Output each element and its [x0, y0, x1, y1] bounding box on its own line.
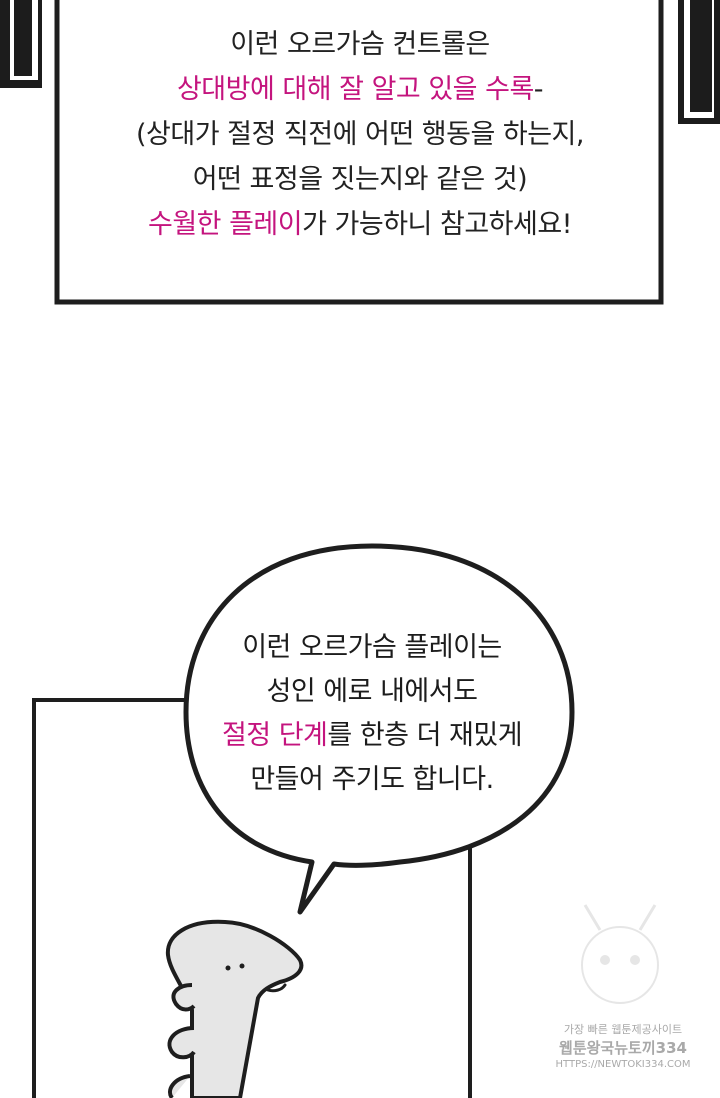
bubble-line-2: 성인 에로 내에서도 [266, 676, 478, 707]
character-eye-right [239, 963, 245, 969]
caption-line-1: 이런 오르가슴 컨트롤은 [230, 29, 490, 60]
caption-line-4: 어떤 표정을 짓는지와 같은 것) [192, 164, 528, 195]
caption-line-5: 수월한 플레이가 가능하니 참고하세요! [60, 202, 660, 247]
speech-bubble [183, 543, 575, 915]
caption-line-5-tail: 가 가능하니 참고하세요! [302, 209, 572, 240]
caption-highlight-1: 상대방에 대해 잘 알고 있을 수록 [176, 74, 534, 105]
bubble-line-1: 이런 오르가슴 플레이는 [242, 632, 502, 663]
caption-box [54, 0, 664, 305]
dinosaur-character [165, 919, 304, 1098]
narration-caption: 이런 오르가슴 컨트롤은 상대방에 대해 잘 알고 있을 수록- (상대가 절정… [60, 22, 660, 247]
watermark-line-3: HTTPS://NEWTOKI334.COM [555, 1059, 691, 1070]
bubble-highlight: 절정 단계 [221, 720, 328, 751]
caption-line-2-tail: - [533, 74, 544, 105]
watermark-line-2: 웹툰왕국뉴토끼334 [559, 1039, 687, 1057]
lower-panel-border [32, 698, 472, 1098]
bubble-line-4: 만들어 주기도 합니다. [250, 764, 494, 795]
character-eye-left [225, 965, 231, 971]
caption-line-3: (상대가 절정 직전에 어떤 행동을 하는지, [136, 119, 584, 150]
caption-line-2: 상대방에 대해 잘 알고 있을 수록- [60, 67, 660, 112]
speech-bubble-text: 이런 오르가슴 플레이는 성인 에로 내에서도 절정 단계를 한층 더 재밌게 … [200, 626, 544, 802]
bubble-line-3-tail: 를 한층 더 재밌게 [327, 720, 523, 751]
bubble-line-3: 절정 단계를 한층 더 재밌게 [200, 714, 544, 758]
caption-highlight-2: 수월한 플레이 [147, 209, 303, 240]
watermark-line-1: 가장 빠른 웹툰제공사이트 [563, 1023, 683, 1036]
top-panel-border [0, 0, 720, 124]
watermark-mascot [581, 904, 659, 1004]
site-watermark: 가장 빠른 웹툰제공사이트 웹툰왕국뉴토끼334 HTTPS://NEWTOKI… [548, 1022, 698, 1072]
